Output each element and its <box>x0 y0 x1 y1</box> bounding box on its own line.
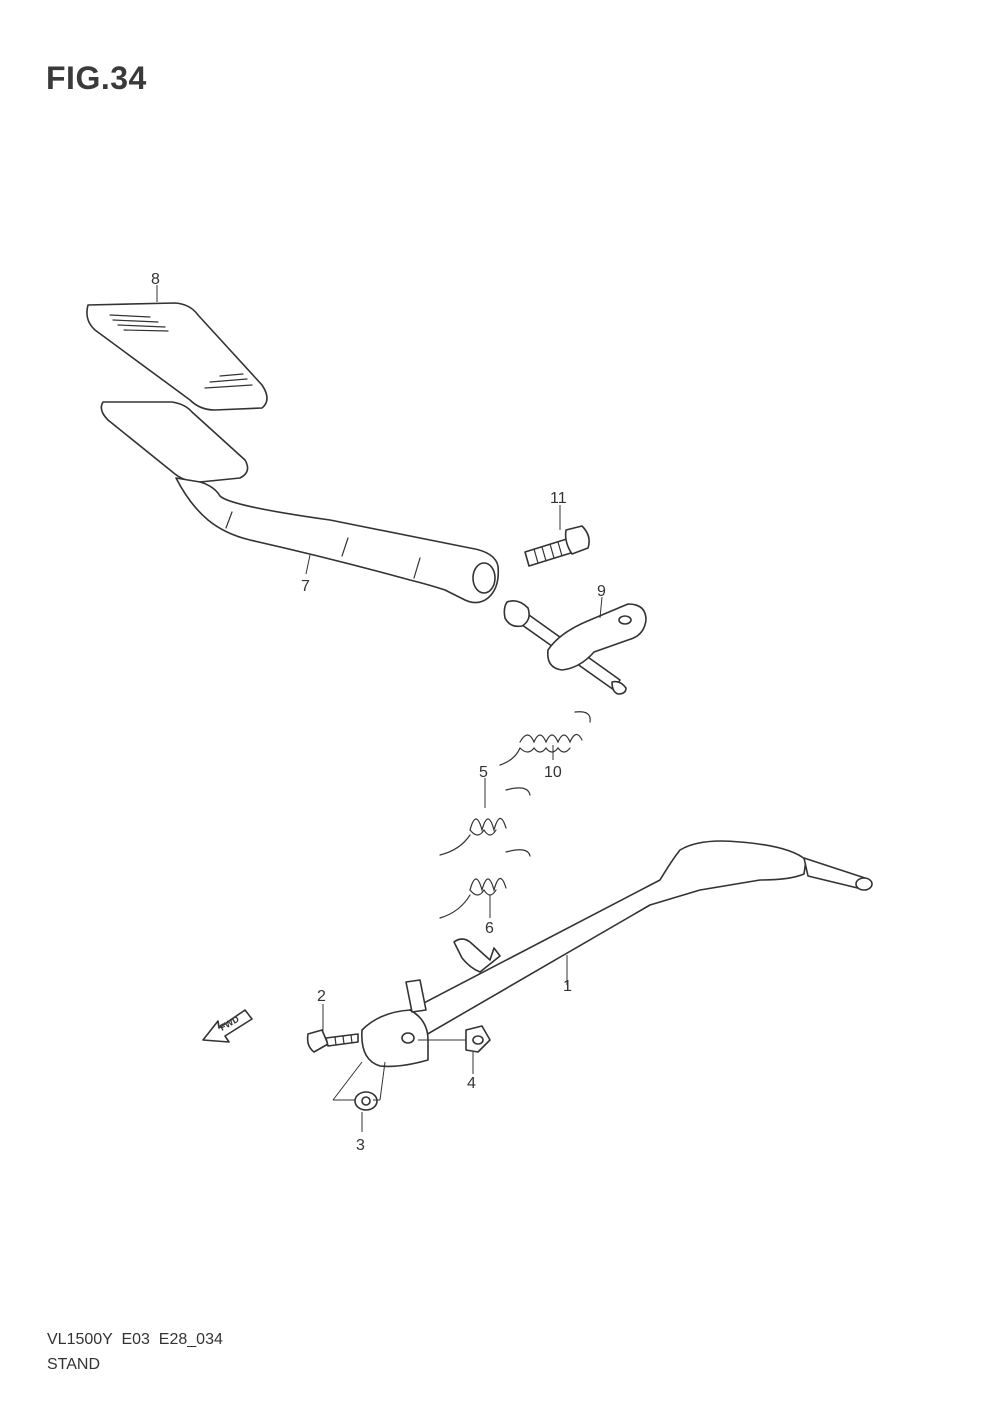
part-6-spring[interactable] <box>439 849 531 919</box>
part-11-bolt[interactable] <box>524 525 590 567</box>
callout-5: 5 <box>479 764 488 781</box>
fwd-arrow-icon: FWD <box>202 1009 253 1043</box>
callout-1: 1 <box>563 978 572 995</box>
part-10-spring[interactable] <box>499 711 591 766</box>
part-1-side-stand[interactable] <box>361 840 873 1068</box>
part-9-stand-shaft[interactable] <box>503 600 647 695</box>
part-2-bolt[interactable] <box>306 1029 359 1053</box>
callout-2: 2 <box>317 988 326 1005</box>
callout-3: 3 <box>356 1137 365 1154</box>
group-name: STAND <box>47 1356 101 1373</box>
callout-7: 7 <box>301 578 310 595</box>
part-4-nut[interactable] <box>418 1025 491 1053</box>
part-3-washer[interactable] <box>332 1061 386 1111</box>
model-code: VL1500Y E03 E28_034 <box>47 1331 223 1348</box>
callout-6: 6 <box>485 920 494 937</box>
callout-9: 9 <box>597 583 606 600</box>
figure-title: FIG.34 <box>46 60 147 96</box>
part-8-pedal-rubber[interactable] <box>86 302 268 411</box>
callout-4: 4 <box>467 1075 476 1092</box>
callout-10: 10 <box>544 764 562 781</box>
part-7-stand-lever[interactable] <box>100 401 500 604</box>
callout-11: 11 <box>550 490 567 507</box>
callout-8: 8 <box>151 271 160 288</box>
part-5-spring[interactable] <box>439 787 531 856</box>
